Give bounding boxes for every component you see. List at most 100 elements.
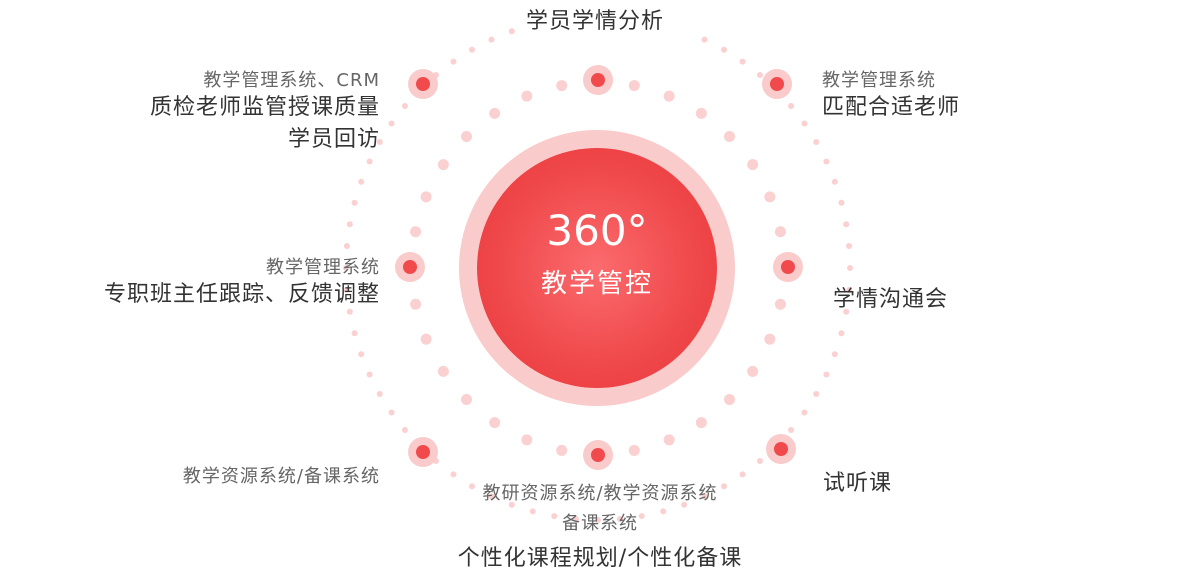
label-personalized-plan: 教研资源系统/教学资源系统 备课系统 个性化课程规划/个性化备课 [440, 479, 760, 572]
label-communication-meeting: 学情沟通会 [833, 287, 949, 312]
node-marker-dot [781, 260, 795, 274]
label-resource-system: 教学资源系统/备课系统 [182, 466, 380, 487]
outer-ring-dot [573, 516, 580, 523]
node-marker-dot [774, 442, 788, 456]
inner-ring-dot [521, 90, 533, 102]
center-title: 教学管控 [540, 269, 653, 299]
label-class-tutor: 教学管理系统 专职班主任跟踪、反馈调整 [104, 253, 380, 311]
outer-ring-dot [358, 351, 365, 358]
label-main2: 学员回访 [287, 127, 380, 152]
label-match-teacher: 教学管理系统 匹配合适老师 [822, 66, 960, 124]
inner-ring-dot [628, 80, 640, 92]
outer-ring-dot [343, 265, 349, 271]
center-value: 360° [546, 206, 648, 255]
outer-ring-dot [846, 286, 853, 293]
inner-ring-dot [437, 365, 449, 377]
outer-ring-dot [401, 103, 408, 110]
outer-ring-dot [843, 221, 850, 228]
outer-ring-dot [701, 36, 708, 43]
outer-ring-dot [508, 501, 515, 508]
outer-ring-dot [388, 409, 395, 416]
outer-ring-dot [847, 265, 853, 271]
outer-ring-dot [739, 471, 746, 478]
outer-ring-dot [739, 58, 746, 65]
outer-ring-dot [388, 120, 395, 127]
inner-ring-dot [410, 226, 422, 238]
outer-ring-dot [343, 286, 350, 293]
outer-ring-dot [838, 330, 845, 337]
outer-ring-dot [756, 71, 763, 78]
outer-ring-dot [401, 426, 408, 433]
outer-ring-dot [488, 493, 495, 500]
inner-ring-dot [628, 444, 640, 456]
outer-ring-dot [343, 243, 350, 250]
outer-ring-dot [788, 426, 795, 433]
inner-ring-dot [521, 434, 533, 446]
outer-ring-dot [813, 139, 820, 145]
outer-ring-dot [376, 139, 383, 145]
outer-ring-dot [366, 158, 373, 165]
label-sub: 教学管理系统 [822, 70, 936, 91]
outer-ring-dot [358, 178, 365, 185]
outer-ring-dot [843, 308, 850, 315]
inner-ring-dot [764, 333, 776, 345]
outer-ring-dot [351, 199, 358, 206]
outer-ring-dot [469, 483, 475, 490]
node-marker-dot [416, 445, 430, 459]
outer-ring-dot [701, 493, 708, 500]
outer-ring-dot [681, 501, 688, 508]
node-marker-dot [591, 448, 605, 462]
inner-ring-dot [663, 90, 675, 102]
node-marker-dot [770, 77, 784, 91]
outer-ring-dot [823, 371, 830, 378]
inner-ring-dot [747, 365, 759, 377]
inner-ring-dot [420, 191, 432, 203]
label-main: 质检老师监管授课质量 [149, 95, 380, 120]
outer-ring-dot [788, 103, 795, 110]
outer-ring-dot [638, 513, 645, 520]
inner-ring-dot [764, 191, 776, 203]
outer-ring-dot [551, 513, 558, 520]
outer-ring-dot [488, 36, 495, 43]
outer-ring-dot [595, 517, 601, 523]
outer-ring-dot [616, 516, 623, 523]
inner-ring-dot [410, 298, 422, 310]
inner-ring-dot [556, 80, 568, 92]
inner-ring-dot [774, 226, 786, 238]
outer-ring-dot [756, 458, 763, 465]
inner-ring-dot [663, 434, 675, 446]
outer-ring-dot [838, 199, 845, 206]
center-circle: 360° 教学管控 [477, 148, 717, 388]
inner-ring-dot [724, 394, 736, 406]
outer-ring-dot [801, 120, 808, 127]
outer-ring-dot [450, 58, 457, 65]
label-sub: 教学管理系统、CRM [203, 70, 380, 91]
inner-ring-dot [724, 130, 736, 142]
label-main: 匹配合适老师 [822, 95, 961, 120]
outer-ring-dot [346, 308, 353, 315]
outer-ring-dot [831, 178, 838, 185]
outer-ring-dot [376, 391, 383, 397]
node-marker-dot [591, 73, 605, 87]
outer-ring-dot [801, 409, 808, 416]
outer-ring-dot [823, 158, 830, 165]
outer-ring-dot [721, 46, 727, 53]
outer-ring-dot [831, 351, 838, 358]
node-marker-dot [416, 77, 430, 91]
label-sub: 教学管理系统 [266, 257, 380, 278]
inner-ring-dot [460, 394, 472, 406]
inner-ring-dot [695, 417, 707, 429]
node-marker-dot [403, 260, 417, 274]
label-main: 专职班主任跟踪、反馈调整 [103, 282, 380, 307]
inner-ring-dot [774, 298, 786, 310]
inner-ring-dot [695, 107, 707, 119]
inner-ring-dot [489, 417, 501, 429]
inner-ring-dot [556, 444, 568, 456]
outer-ring-dot [721, 483, 727, 490]
label-student-analysis: 学员学情分析 [526, 9, 665, 34]
label-trial-class: 试听课 [823, 471, 893, 496]
outer-ring-dot [351, 330, 358, 337]
label-quality-check: 教学管理系统、CRM 质检老师监管授课质量 学员回访 [150, 66, 380, 156]
